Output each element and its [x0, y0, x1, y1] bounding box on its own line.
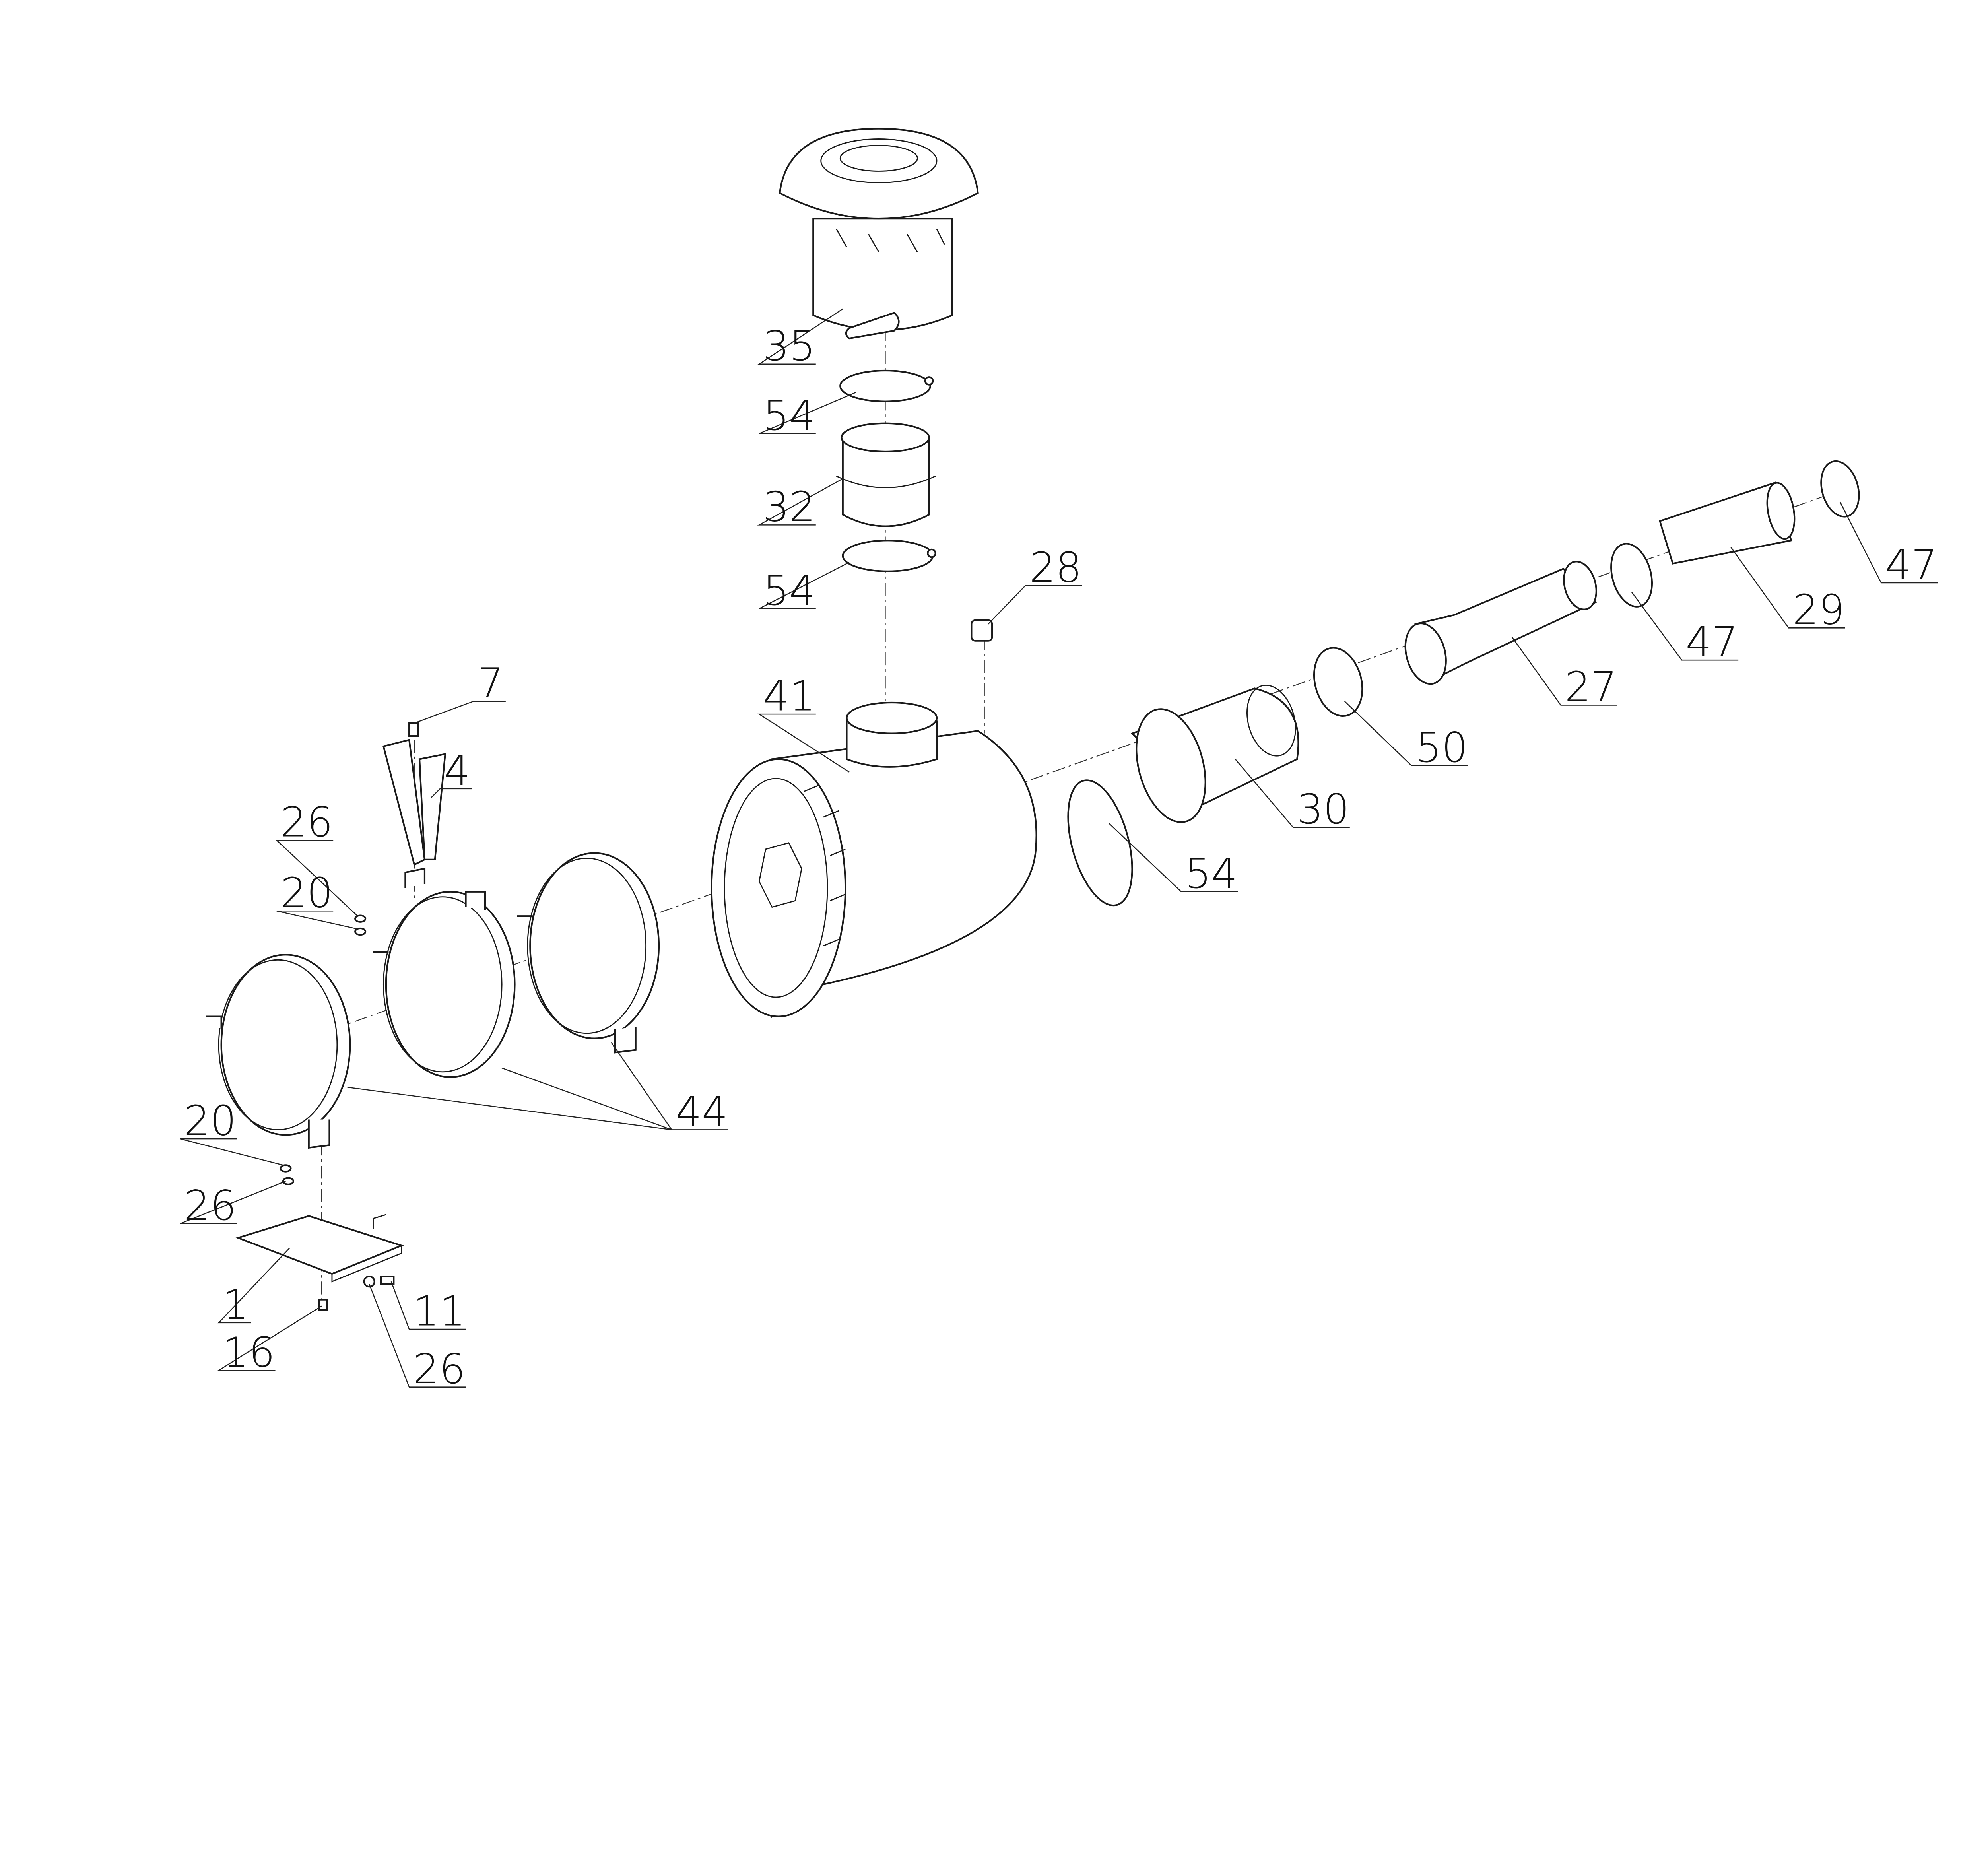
callout-leader-line — [611, 1042, 672, 1130]
callout-leader-line — [757, 713, 850, 773]
service-indicator-28 — [971, 619, 993, 642]
callout-leader-line — [1344, 701, 1468, 766]
callout-number: 27 — [1565, 664, 1617, 711]
callout-leader-line — [1235, 759, 1350, 828]
callout-number: 26 — [281, 799, 333, 846]
callout-leader-line — [1631, 591, 1739, 661]
mounting-band-44 — [373, 867, 516, 1078]
callout-number: 20 — [281, 870, 333, 917]
callout-number: 47 — [1685, 618, 1738, 666]
callout-leader-line — [431, 788, 472, 798]
clamp-ring-54-lower — [842, 540, 936, 572]
callout-leader-line — [414, 701, 506, 724]
callout-number: 11 — [413, 1287, 466, 1335]
clamp-ring-54-right — [1067, 779, 1133, 907]
base-plate-1 — [235, 1214, 404, 1283]
callout-leader-line — [501, 1067, 672, 1130]
callout-number: 30 — [1297, 786, 1349, 833]
reducer-cone-30 — [1131, 685, 1299, 823]
callout-leader-line — [275, 839, 358, 917]
callout-number: 1 — [223, 1281, 249, 1329]
callout-leader-line — [1839, 501, 1938, 584]
callout-leader-line — [180, 1180, 286, 1224]
hose-coupler-32 — [836, 422, 936, 527]
callout-number: 16 — [223, 1329, 275, 1377]
callout-number: 20 — [184, 1097, 237, 1145]
callout-leader-line — [390, 1281, 466, 1330]
air-filter-housing-41 — [711, 701, 1037, 1018]
callout-number: 41 — [763, 672, 815, 720]
callout-leader-line — [1730, 546, 1845, 629]
callout-number: 50 — [1415, 724, 1468, 772]
callout-number: 54 — [1185, 850, 1238, 898]
callout-number: 29 — [1792, 586, 1845, 634]
callout-leader-line — [759, 562, 850, 610]
callout-leader-line — [757, 478, 843, 526]
callout-number: 44 — [676, 1088, 728, 1136]
callout-number: 35 — [763, 322, 815, 370]
washers-upper — [354, 914, 367, 936]
hose-29 — [1659, 481, 1796, 565]
callout-leader-line — [759, 392, 856, 434]
callout-number: 54 — [763, 567, 815, 615]
callout-number: 7 — [478, 660, 504, 707]
clamp-ring-54-upper — [839, 369, 934, 402]
callout-leader-line — [988, 585, 1082, 625]
clamp-ring-50 — [1313, 647, 1363, 717]
callout-leader-line — [276, 910, 358, 930]
callout-number: 26 — [184, 1182, 237, 1230]
clamp-ring-47 — [1820, 460, 1860, 518]
mounting-band-44 — [206, 954, 351, 1149]
bracket-4 — [382, 739, 447, 866]
bolt-11 — [363, 1276, 395, 1288]
mounting-band-44 — [517, 852, 660, 1054]
callout-number: 47 — [1885, 541, 1938, 589]
callout-leader-line — [217, 1248, 290, 1324]
callout-number: 28 — [1029, 544, 1082, 592]
screw-16 — [318, 1299, 328, 1311]
washers-lower — [280, 1164, 294, 1186]
clamp-ring-47 — [1610, 543, 1653, 608]
callout-number: 26 — [413, 1345, 466, 1393]
callout-number: 32 — [763, 483, 815, 531]
precleaner-cap-part — [779, 128, 979, 340]
callout-leader-line — [217, 1305, 322, 1371]
callout-leader-line — [369, 1284, 466, 1388]
callout-leader-line — [757, 308, 843, 365]
callout-leader-line — [347, 1087, 728, 1130]
callout-leader-line — [1511, 637, 1617, 706]
pipe-27 — [1404, 561, 1597, 685]
callout-leader-line — [180, 1138, 286, 1167]
screw-7 — [408, 722, 419, 737]
callout-number: 54 — [763, 392, 815, 440]
callout-number: 4 — [444, 747, 470, 795]
callout-leader-line — [1109, 823, 1238, 893]
